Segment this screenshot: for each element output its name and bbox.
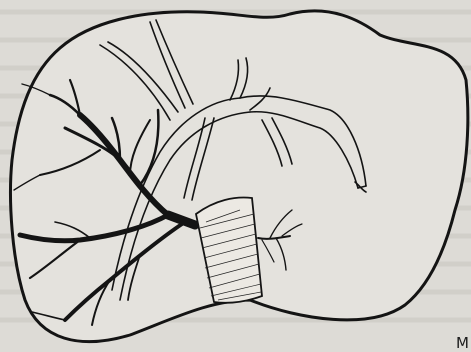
corner-mark: M bbox=[456, 336, 469, 351]
